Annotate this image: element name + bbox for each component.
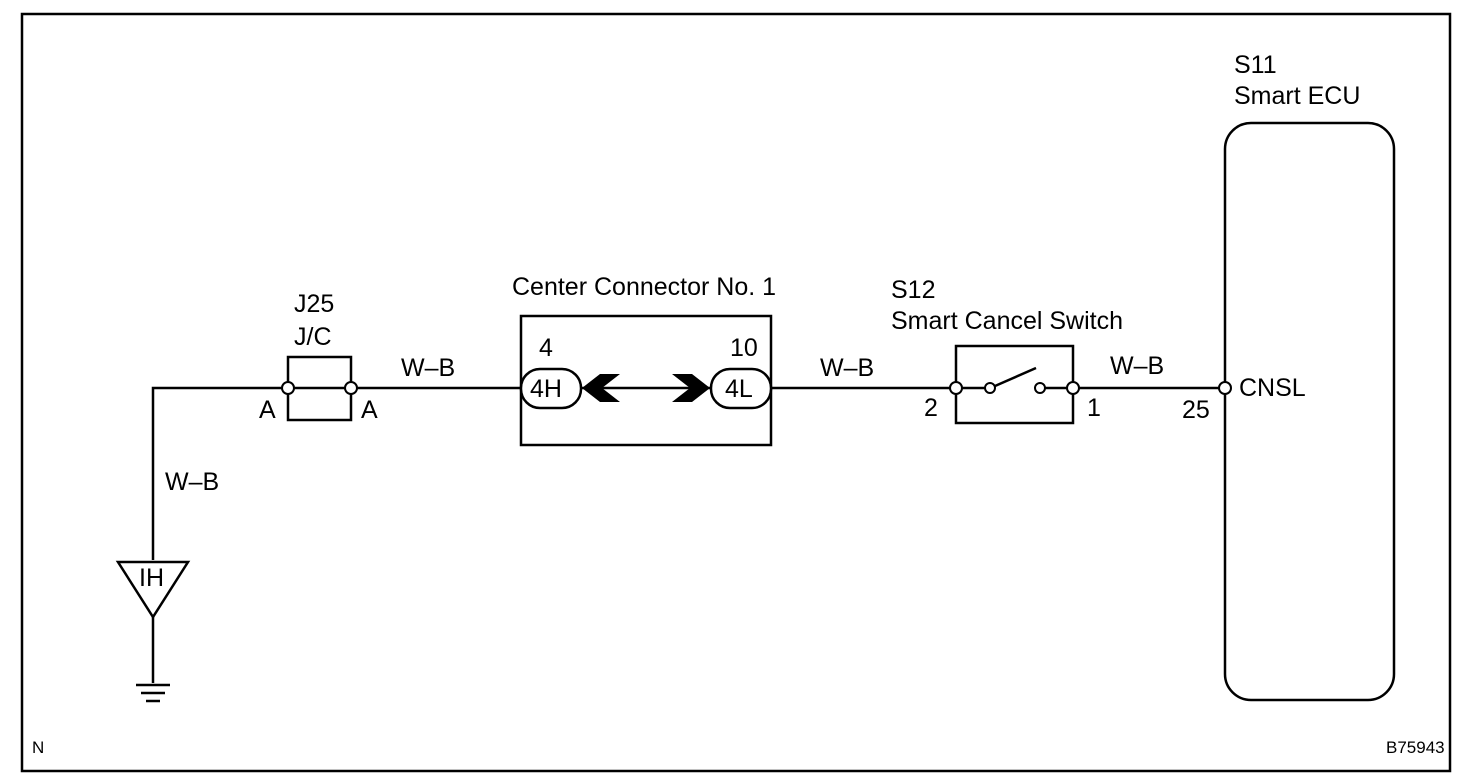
junction-terminal-right: A [361, 396, 378, 424]
wire-connector-to-switch-label: W–B [820, 354, 874, 382]
ecu-pin-cnsl [1218, 381, 1232, 395]
switch-pin-2 [949, 381, 963, 395]
junction-left-pin [281, 381, 295, 395]
connector-right-pin-number: 10 [730, 334, 758, 362]
ecu-terminal-number: 25 [1182, 396, 1210, 424]
junction-right-pin [344, 381, 358, 395]
center-connector-name: Center Connector No. 1 [512, 273, 776, 301]
wire-switch-to-ecu-label: W–B [1110, 352, 1164, 380]
smart-ecu [1218, 121, 1396, 702]
chevron-right-icon [672, 374, 710, 402]
ground-icon [136, 683, 170, 703]
ecu-name: Smart ECU [1234, 82, 1360, 110]
figure-id: B75943 [1386, 738, 1445, 757]
switch-pin-1 [1066, 381, 1080, 395]
switch-terminal-left: 2 [924, 394, 938, 422]
junction-terminal-left: A [259, 396, 276, 424]
diagram-frame [20, 12, 1452, 773]
ground-wire-label: W–B [165, 468, 219, 496]
chevron-left-icon [582, 374, 620, 402]
corner-label: N [32, 738, 44, 757]
switch-id: S12 [891, 276, 935, 304]
ground-wire [151, 386, 287, 560]
ground-point-icon [115, 560, 191, 683]
junction-id: J25 [294, 290, 334, 318]
ground-point-code: IH [139, 564, 164, 592]
switch-terminal-right: 1 [1087, 394, 1101, 422]
connector-4h-label: 4H [530, 375, 562, 403]
switch-name: Smart Cancel Switch [891, 307, 1123, 335]
center-connector [519, 314, 773, 447]
ecu-terminal-name: CNSL [1239, 374, 1306, 402]
smart-cancel-switch [949, 344, 1080, 425]
ecu-id: S11 [1234, 51, 1277, 79]
wire-jc-to-connector-label: W–B [401, 354, 455, 382]
junction-connector [281, 355, 358, 422]
connector-4l-label: 4L [725, 375, 753, 403]
connector-left-pin-number: 4 [539, 334, 553, 362]
junction-name: J/C [294, 323, 332, 351]
